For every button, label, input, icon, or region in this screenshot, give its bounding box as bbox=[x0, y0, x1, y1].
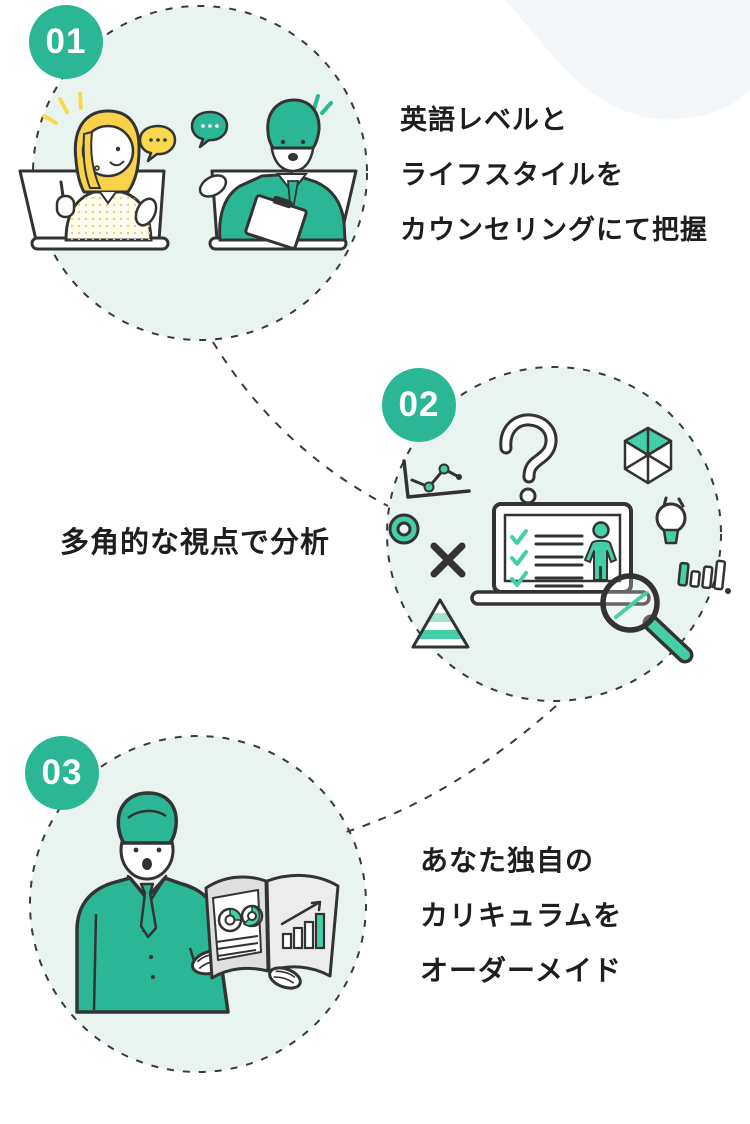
step-02-label-line-1: 多角的な視点で分析 bbox=[60, 527, 331, 559]
pyramid-icon bbox=[411, 598, 470, 649]
checkmarks-icon bbox=[510, 529, 528, 587]
step-03-label-line-2: カリキュラムを bbox=[420, 900, 623, 931]
donut-icon bbox=[388, 513, 420, 545]
step-03-label: あなた独自の カリキュラムを オーダーメイド bbox=[420, 833, 622, 998]
open-brochure-icon bbox=[204, 873, 340, 990]
step-01-label-line-2: ライフスタイルを bbox=[400, 160, 624, 190]
consultant-man-icon bbox=[75, 791, 234, 1014]
speech-bubble-green-icon bbox=[190, 110, 229, 149]
connector-step1-step2 bbox=[212, 341, 389, 507]
bar-chart-icon bbox=[677, 559, 732, 594]
step-03-label-line-3: オーダーメイド bbox=[420, 955, 622, 986]
line-chart-icon bbox=[402, 459, 471, 499]
x-mark-icon bbox=[430, 542, 466, 578]
sparkle-yellow-icon bbox=[42, 92, 83, 125]
step-01-label-line-1: 英語レベルと bbox=[400, 105, 568, 135]
step-02-badge: 02 bbox=[382, 368, 456, 442]
sparkle-green-icon bbox=[312, 94, 333, 115]
lightbulb-icon bbox=[655, 496, 687, 545]
cube-icon bbox=[623, 426, 673, 485]
holding-hand-icon bbox=[268, 966, 302, 990]
speech-bubble-yellow-icon bbox=[138, 124, 177, 163]
step-01-illustration-online-counseling-icon bbox=[18, 92, 358, 251]
rising-bar-chart-icon bbox=[280, 900, 326, 950]
step-02-label: 多角的な視点で分析 bbox=[60, 521, 330, 565]
laptop-checklist-icon bbox=[470, 502, 651, 606]
step-01-label-line-3: カウンセリングにて把握 bbox=[400, 215, 708, 245]
question-mark-icon bbox=[499, 413, 558, 505]
step-02-illustration-analysis-icon bbox=[388, 413, 732, 664]
woman-counselee-icon bbox=[55, 109, 158, 242]
list-lines-icon bbox=[534, 534, 584, 588]
step-03-label-line-1: あなた独自の bbox=[420, 845, 595, 876]
clipboard-icon bbox=[244, 194, 308, 250]
step-03-badge: 03 bbox=[25, 736, 99, 810]
donut-chart-icon bbox=[217, 904, 264, 933]
step-01-badge: 01 bbox=[29, 5, 103, 79]
man-counselor-icon bbox=[198, 98, 347, 250]
step-01-label: 英語レベルと ライフスタイルを カウンセリングにて把握 bbox=[400, 93, 708, 258]
person-icon bbox=[584, 521, 617, 581]
step-03-illustration-curriculum-icon bbox=[75, 791, 340, 1014]
connector-step2-step3 bbox=[345, 705, 557, 833]
magnifier-icon bbox=[600, 573, 694, 664]
corner-blob bbox=[505, 0, 750, 120]
step-01-circle bbox=[32, 5, 368, 341]
text-lines-icon bbox=[215, 935, 259, 957]
